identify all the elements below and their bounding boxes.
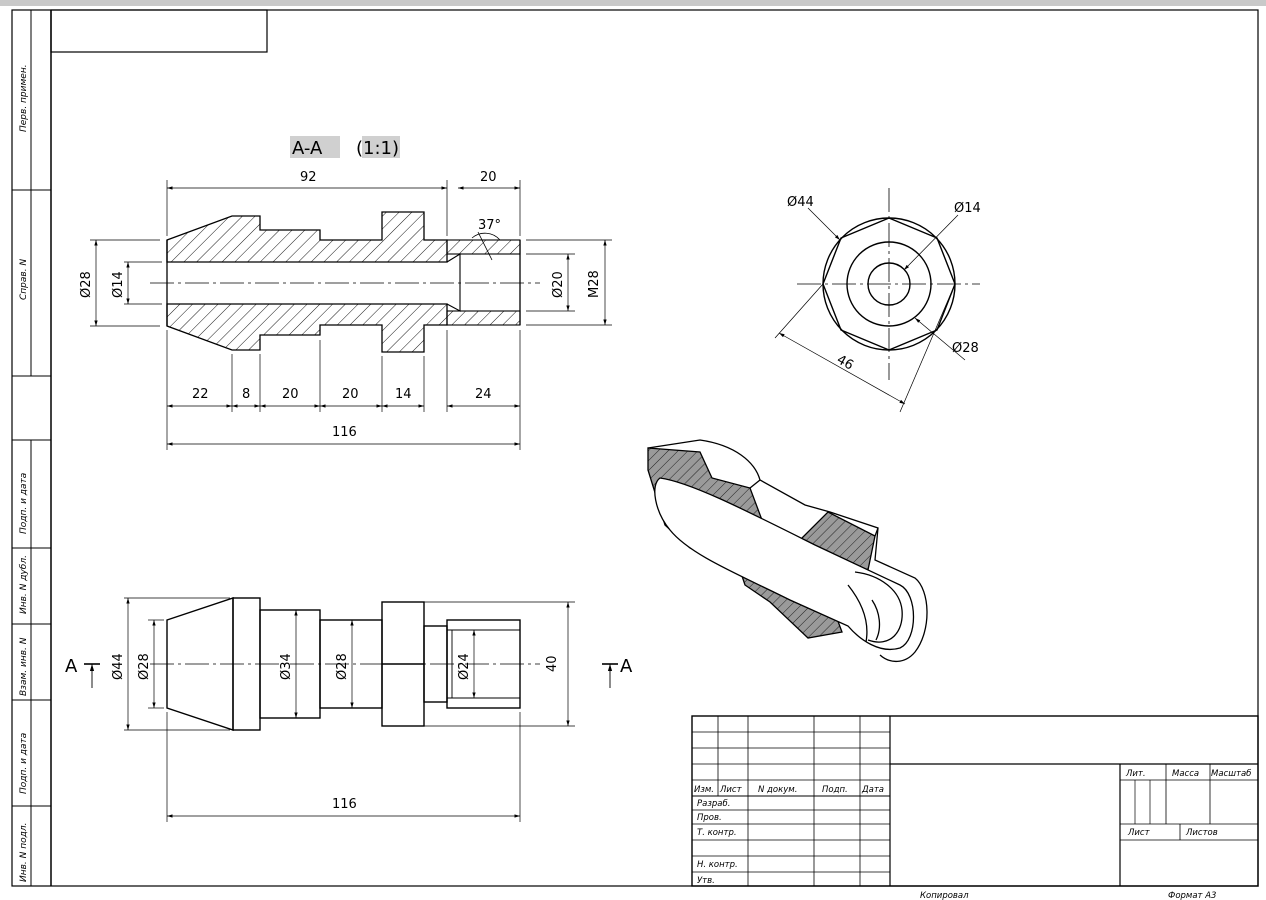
dim-22: 22 xyxy=(192,387,209,402)
end-dim-phi28: Ø28 xyxy=(952,341,979,356)
side-stamp-label: Подп. и дата xyxy=(19,733,29,794)
dim-phi20: Ø20 xyxy=(551,271,566,298)
end-view xyxy=(774,188,980,413)
tb-utv: Утв. xyxy=(697,876,715,886)
side-stamp-label: Инв. N дубл. xyxy=(19,555,29,614)
tb-tkontr: Т. контр. xyxy=(697,828,737,838)
tb-prov: Пров. xyxy=(697,813,722,823)
dim-angle: 37° xyxy=(478,218,501,233)
dim-phi28: Ø28 xyxy=(79,271,94,298)
title-block-labels: Изм. Лист N докум. Подп. Дата Разраб. Пр… xyxy=(694,769,1251,886)
section-scale: (1:1) xyxy=(356,138,399,159)
side-stamp-label: Инв. N подл. xyxy=(19,823,29,882)
tb-data: Дата xyxy=(861,785,884,795)
side-stamp: Перв. примен. Справ. N Подп. и дата Инв.… xyxy=(19,64,29,882)
dim-m28: M28 xyxy=(587,270,602,298)
front-dim-phi44: Ø44 xyxy=(111,653,126,680)
tb-nkontr: Н. контр. xyxy=(697,860,738,870)
dim-20-top: 20 xyxy=(480,170,497,185)
tb-razrab: Разраб. xyxy=(697,799,730,809)
tb-podp: Подп. xyxy=(822,785,848,795)
dim-phi14: Ø14 xyxy=(111,271,126,298)
tb-izm: Изм. xyxy=(694,785,714,795)
section-view: A-A (1:1) 37° 92 20 Ø28 xyxy=(79,136,612,450)
footer-kopiroval: Копировал xyxy=(920,891,969,900)
end-dim-46: 46 xyxy=(834,352,856,373)
title-block xyxy=(691,715,1259,887)
sheet-frame xyxy=(11,9,1259,887)
tb-ndoc: N докум. xyxy=(758,785,797,795)
cutaway-3d-view xyxy=(647,439,928,663)
tb-massa: Масса xyxy=(1172,769,1199,779)
front-dim-116: 116 xyxy=(332,797,357,812)
front-dim-phi28a: Ø28 xyxy=(137,653,152,680)
dim-116: 116 xyxy=(332,425,357,440)
footer-format: Формат А3 xyxy=(1168,891,1216,900)
front-dim-40: 40 xyxy=(545,655,560,672)
dim-8: 8 xyxy=(242,387,250,402)
front-dim-phi28b: Ø28 xyxy=(335,653,350,680)
end-dim-phi44: Ø44 xyxy=(787,195,814,210)
tb-lit: Лит. xyxy=(1125,769,1146,779)
tb-list2: Лист xyxy=(1127,828,1151,838)
front-view xyxy=(84,597,618,822)
front-dim-phi24: Ø24 xyxy=(457,653,472,680)
cut-letter-left: A xyxy=(65,656,78,677)
tb-listov: Листов xyxy=(1185,828,1218,838)
cut-letter-right: A xyxy=(620,656,633,677)
side-stamp-label: Перв. примен. xyxy=(19,64,29,132)
dim-92: 92 xyxy=(300,170,317,185)
dim-24: 24 xyxy=(475,387,492,402)
dim-20b: 20 xyxy=(342,387,359,402)
side-stamp-label: Взам. инв. N xyxy=(19,637,29,696)
dim-20a: 20 xyxy=(282,387,299,402)
side-stamp-label: Справ. N xyxy=(19,259,29,300)
dim-14: 14 xyxy=(395,387,412,402)
tb-list: Лист xyxy=(719,785,743,795)
tb-masshtab: Масштаб xyxy=(1211,769,1251,779)
end-dim-phi14: Ø14 xyxy=(954,201,981,216)
side-stamp-label: Подп. и дата xyxy=(19,473,29,534)
front-dim-phi34: Ø34 xyxy=(279,653,294,680)
section-title: A-A xyxy=(292,138,323,159)
